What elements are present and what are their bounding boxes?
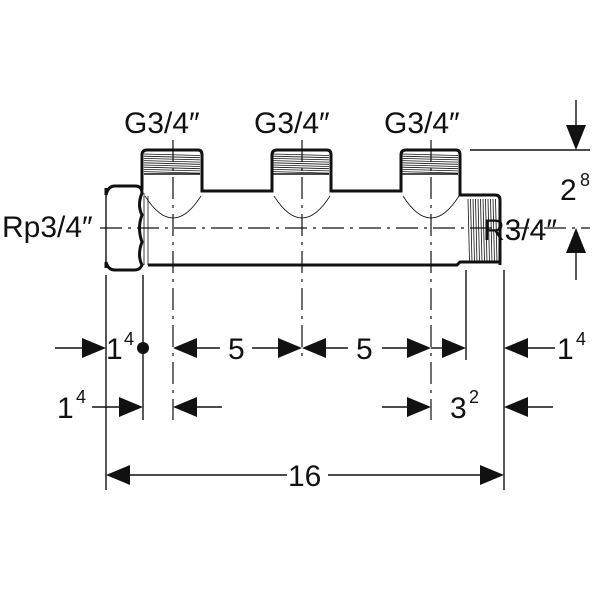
- outlet-end-label: R3/4″: [483, 214, 557, 247]
- svg-text:16: 16: [288, 460, 321, 493]
- svg-text:4: 4: [576, 329, 586, 349]
- svg-text:2: 2: [560, 174, 577, 207]
- outlet-label-3: G3/4″: [384, 107, 460, 140]
- svg-text:5: 5: [356, 333, 373, 366]
- height-dimension: 2 8: [470, 100, 590, 280]
- svg-text:5: 5: [228, 333, 245, 366]
- outlet-label-1: G3/4″: [124, 107, 200, 140]
- svg-text:8: 8: [580, 170, 590, 190]
- svg-text:4: 4: [76, 387, 86, 407]
- svg-text:2: 2: [469, 387, 479, 407]
- outlet-label-2: G3/4″: [254, 107, 330, 140]
- svg-text:3: 3: [450, 392, 467, 425]
- overall-length-dimension: 16: [106, 460, 504, 493]
- svg-text:1: 1: [57, 392, 74, 425]
- outlet-threads: [143, 153, 459, 175]
- dimension-row-1: 1 4 5 5 1 4: [55, 329, 586, 366]
- svg-text:1: 1: [106, 333, 123, 366]
- inlet-label: Rp3/4″: [2, 211, 93, 244]
- centerlines: [100, 140, 590, 420]
- svg-text:1: 1: [557, 333, 574, 366]
- extension-lines: [105, 270, 505, 490]
- dimension-row-2: 1 4 3 2: [57, 387, 553, 425]
- svg-text:4: 4: [124, 329, 134, 349]
- end-thread: [467, 198, 498, 263]
